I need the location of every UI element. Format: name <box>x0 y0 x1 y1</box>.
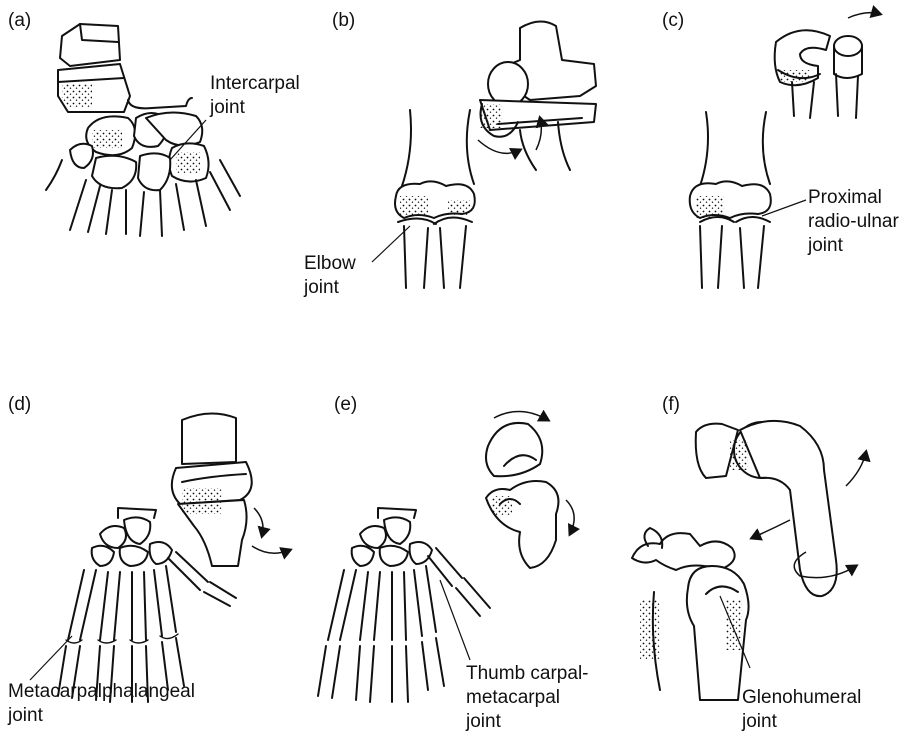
metacarpalphalangeal-leader-line <box>30 636 72 680</box>
radio-ulnar-joint-label: Proximal radio-ulnar joint <box>808 186 899 258</box>
pivot-joint-model <box>775 13 880 118</box>
panel-label-c: (c) <box>662 10 684 32</box>
panel-label-e: (e) <box>334 394 357 416</box>
panel-label-b: (b) <box>332 10 355 32</box>
panel-f-drawing <box>632 421 866 700</box>
elbow-bones <box>395 110 475 288</box>
caption-line: Metacarpalphalangeal <box>8 680 195 704</box>
caption-line: joint <box>8 704 195 728</box>
caption-line: joint <box>210 96 300 120</box>
condyloid-joint-model <box>172 413 290 566</box>
caption-line: joint <box>808 234 899 258</box>
gliding-joint-model <box>58 24 130 112</box>
caption-line: Thumb carpal- <box>466 662 589 686</box>
panel-e-drawing <box>318 411 574 702</box>
panel-b-drawing <box>372 21 596 288</box>
intercarpal-joint-label: Intercarpal joint <box>210 72 300 120</box>
caption-line: Elbow <box>304 252 356 276</box>
metacarpalphalangeal-joint-label: Metacarpalphalangeal joint <box>8 680 195 728</box>
glenohumeral-joint-label: Glenohumeral joint <box>742 686 861 734</box>
caption-line: Proximal <box>808 186 899 210</box>
shoulder-bones <box>632 528 749 700</box>
caption-line: metacarpal <box>466 686 589 710</box>
panel-label-d: (d) <box>8 394 31 416</box>
saddle-joint-model <box>486 411 574 568</box>
caption-line: joint <box>466 710 589 734</box>
hinge-joint-model <box>478 21 596 170</box>
panel-label-f: (f) <box>662 394 680 416</box>
panel-d-drawing <box>30 413 290 702</box>
panel-label-a: (a) <box>8 10 31 32</box>
elbow-joint-label: Elbow joint <box>304 252 356 300</box>
caption-line: radio-ulnar <box>808 210 899 234</box>
hand-bones-e <box>318 508 490 702</box>
thumb-cmc-leader-line <box>440 580 470 660</box>
caption-line: joint <box>304 276 356 300</box>
forearm-bones-c <box>690 112 771 288</box>
caption-line: Intercarpal <box>210 72 300 96</box>
caption-line: joint <box>742 710 861 734</box>
thumb-cmc-joint-label: Thumb carpal- metacarpal joint <box>466 662 589 734</box>
caption-line: Glenohumeral <box>742 686 861 710</box>
panel-a-drawing <box>46 24 240 236</box>
